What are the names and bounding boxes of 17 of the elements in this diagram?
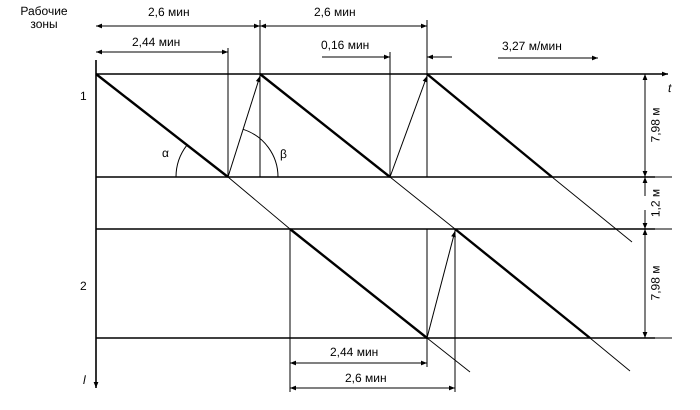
dimension-label: 7,98 м <box>649 266 663 300</box>
dimension-label: 2,44 мин <box>132 36 180 50</box>
dimension-label: 7,98 м <box>649 108 663 142</box>
speed-label: 3,27 м/мин <box>502 40 562 54</box>
angle-label: β <box>280 148 287 162</box>
axis-label: t <box>668 82 672 96</box>
dimension-label: 2,6 мин <box>345 372 387 386</box>
dimension-label: 1,2 м <box>649 188 663 218</box>
zone-number: 2 <box>80 280 87 294</box>
dimension-label: 2,6 мин <box>314 6 356 20</box>
axis-label: l <box>83 374 86 388</box>
dimension-label: 2,44 мин <box>330 346 378 360</box>
axis-title: Рабочие зоны <box>19 5 69 32</box>
angle-label: α <box>162 147 169 160</box>
dimension-label: 0,16 мин <box>321 39 370 52</box>
zone-number: 1 <box>80 90 87 104</box>
dimension-label: 2,6 мин <box>148 6 190 20</box>
